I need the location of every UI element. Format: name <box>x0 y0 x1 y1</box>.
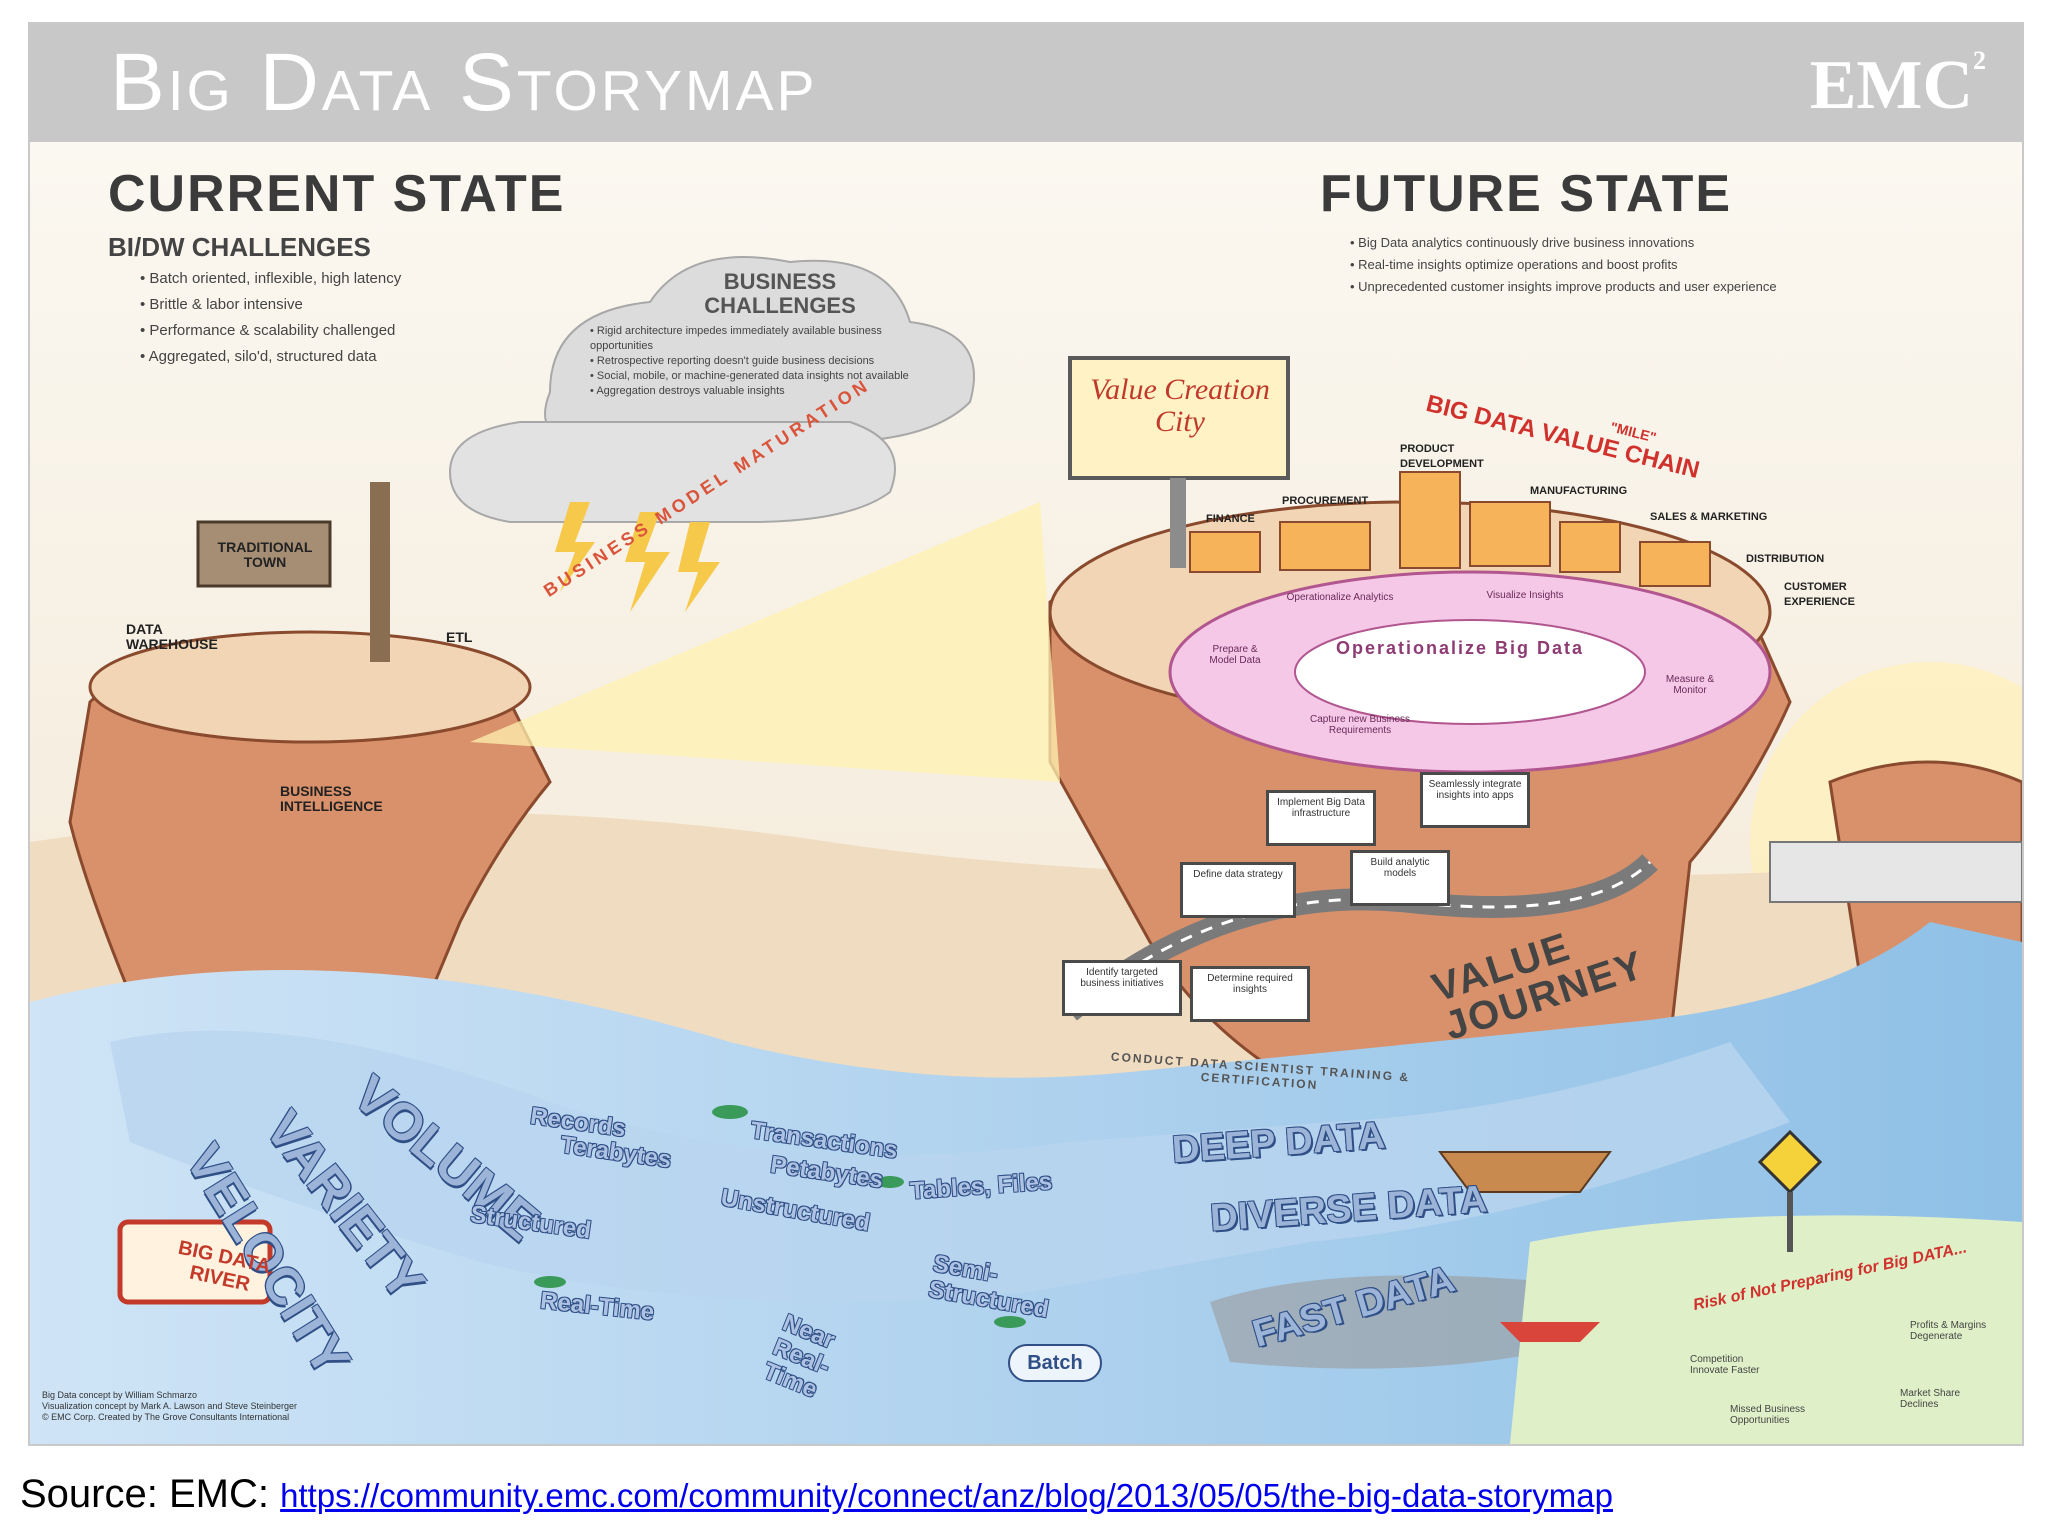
future-state-heading: FUTURE STATE <box>1320 165 1733 223</box>
dept-manufacturing: MANUFACTURING <box>1530 485 1628 497</box>
business-challenge-bullet: Rigid architecture impedes immediately a… <box>590 324 920 354</box>
business-challenges-bullets: Rigid architecture impedes immediately a… <box>590 324 920 399</box>
storymap-image: Big Data Storymap EMC2 <box>28 22 2024 1446</box>
dept-distribution: DISTRIBUTION <box>1746 553 1825 565</box>
journey-board: Build analytic models <box>1350 850 1450 906</box>
risk-item: Competition Innovate Faster <box>1690 1354 1760 1376</box>
current-state-bullet: Aggregated, silo'd, structured data <box>140 344 401 370</box>
risk-item: Missed Business Opportunities <box>1730 1404 1806 1426</box>
dept-procurement: PROCUREMENT <box>1282 495 1369 507</box>
credit-line: Big Data concept by William Schmarzo <box>42 1390 198 1400</box>
business-challenge-bullet: Social, mobile, or machine-generated dat… <box>590 369 920 384</box>
business-challenge-bullet: Retrospective reporting doesn't guide bu… <box>590 354 920 369</box>
business-challenges-title: BUSINESS CHALLENGES <box>704 269 856 318</box>
illustration-credits: Big Data concept by William Schmarzo Vis… <box>42 1390 297 1423</box>
map-title: Big Data Storymap <box>110 37 818 128</box>
current-state-bullets: Batch oriented, inflexible, high latency… <box>140 266 402 370</box>
current-state-heading: CURRENT STATE <box>108 165 566 223</box>
business-intelligence-label: BUSINESS INTELLIGENCE <box>280 783 383 814</box>
business-challenge-bullet: Aggregation destroys valuable insights <box>590 384 920 399</box>
future-state-bullet: Big Data analytics continuously drive bu… <box>1350 232 1910 254</box>
bidw-challenges-heading: BI/DW CHALLENGES <box>108 232 371 262</box>
journey-board: Define data strategy <box>1180 862 1296 918</box>
current-state-bullet: Batch oriented, inflexible, high latency <box>140 266 401 292</box>
future-state-bullet: Unprecedented customer insights improve … <box>1350 276 1910 298</box>
dept-sales-marketing: SALES & MARKETING <box>1650 511 1768 523</box>
journey-board: Implement Big Data infrastructure <box>1266 790 1376 846</box>
data-warehouse-label: DATA WAREHOUSE <box>126 621 218 652</box>
risk-item: Profits & Margins Degenerate <box>1910 1320 1987 1342</box>
ring-segment: Measure & Monitor <box>1665 674 1715 696</box>
emc-logo-sup: 2 <box>1973 46 1986 75</box>
value-creation-city-billboard: Value Creation City <box>1090 373 1270 438</box>
future-state-bullets: Big Data analytics continuously drive bu… <box>1350 232 1910 298</box>
ring-segment: Capture new Business Requirements <box>1309 714 1411 736</box>
source-prefix: Source: EMC: <box>20 1472 269 1516</box>
current-state-bullet: Brittle & labor intensive <box>140 292 401 318</box>
credit-line: Visualization concept by Mark A. Lawson … <box>42 1401 297 1411</box>
title-bar: Big Data Storymap EMC2 <box>30 24 2022 142</box>
risk-item: Market Share Declines <box>1900 1388 1961 1410</box>
dept-product-development: PRODUCT DEVELOPMENT <box>1400 443 1484 470</box>
source-link[interactable]: https://community.emc.com/community/conn… <box>280 1477 1613 1514</box>
source-caption: Source: EMC: https://community.emc.com/c… <box>20 1472 1613 1517</box>
traditional-town-sign: TRADITIONAL TOWN <box>217 539 313 570</box>
operationalize-big-data-label: Operationalize Big Data <box>1335 638 1585 658</box>
ring-segment: Visualize Insights <box>1486 590 1564 601</box>
term-batch: Batch <box>1008 1344 1102 1382</box>
credit-line: © EMC Corp. Created by The Grove Consult… <box>42 1412 290 1422</box>
journey-board: Identify targeted business initiatives <box>1062 960 1182 1016</box>
journey-board: Determine required insights <box>1190 966 1310 1022</box>
journey-board: Seamlessly integrate insights into apps <box>1420 772 1530 828</box>
dept-customer-experience: CUSTOMER EXPERIENCE <box>1784 581 1855 608</box>
emc-logo: EMC2 <box>1810 46 1986 126</box>
ring-segment: Prepare & Model Data <box>1209 644 1261 666</box>
ring-segment: Operationalize Analytics <box>1286 592 1394 603</box>
emc-logo-text: EMC <box>1809 47 1973 124</box>
etl-label: ETL <box>446 629 473 645</box>
current-state-bullet: Performance & scalability challenged <box>140 318 401 344</box>
dept-finance: FINANCE <box>1206 513 1255 525</box>
future-state-bullet: Real-time insights optimize operations a… <box>1350 254 1910 276</box>
